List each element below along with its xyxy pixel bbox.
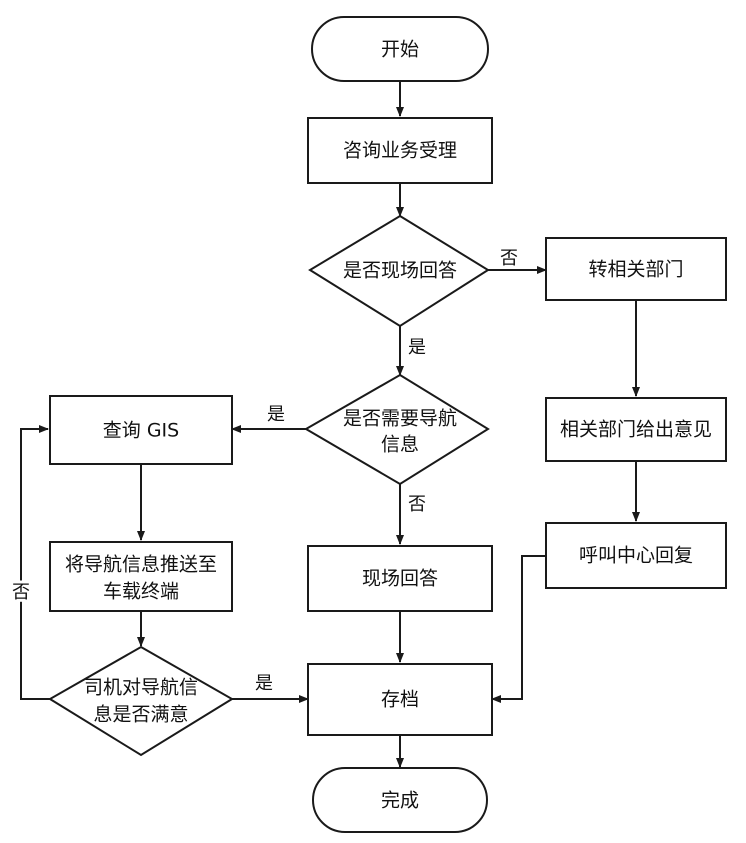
node-push-nav: 将导航信息推送至 车载终端 bbox=[49, 541, 233, 612]
node-on-site-answer-label: 现场回答 bbox=[362, 568, 438, 590]
node-finish-label: 完成 bbox=[381, 790, 419, 812]
node-dept-opinion: 相关部门给出意见 bbox=[545, 397, 727, 462]
edge-label-answer-no: 否 bbox=[500, 248, 518, 269]
node-finish: 完成 bbox=[312, 767, 488, 833]
node-transfer-label: 转相关部门 bbox=[588, 259, 683, 281]
node-accept-label: 咨询业务受理 bbox=[343, 140, 457, 162]
node-answer-on-site-decision: 是否现场回答 bbox=[308, 214, 490, 328]
node-call-center-reply-label: 呼叫中心回复 bbox=[579, 545, 693, 567]
node-need-nav-decision-label-2: 信息 bbox=[381, 434, 419, 456]
node-transfer: 转相关部门 bbox=[545, 237, 727, 301]
node-archive-label: 存档 bbox=[381, 689, 419, 711]
node-archive: 存档 bbox=[307, 663, 493, 736]
edge-label-satisfied-no: 否 bbox=[12, 582, 30, 603]
edge-label-nav-no: 否 bbox=[408, 494, 426, 515]
node-query-gis-label: 查询 GIS bbox=[103, 420, 179, 442]
node-query-gis: 查询 GIS bbox=[49, 395, 233, 465]
node-start: 开始 bbox=[311, 16, 489, 82]
node-driver-satisfied-decision-label-2: 息是否满意 bbox=[93, 704, 188, 726]
node-call-center-reply: 呼叫中心回复 bbox=[545, 522, 727, 589]
node-push-nav-label-2: 车载终端 bbox=[103, 581, 179, 603]
node-push-nav-label-1: 将导航信息推送至 bbox=[65, 554, 217, 576]
node-driver-satisfied-decision: 司机对导航信 息是否满意 bbox=[48, 645, 234, 757]
edge-label-nav-yes: 是 bbox=[267, 404, 285, 425]
node-need-nav-decision-label-1: 是否需要导航 bbox=[343, 408, 457, 430]
node-answer-on-site-decision-label: 是否现场回答 bbox=[343, 260, 457, 282]
node-need-nav-decision: 是否需要导航 信息 bbox=[304, 373, 490, 486]
edge-satisfied-no-to-query-gis bbox=[20, 425, 50, 700]
node-dept-opinion-label: 相关部门给出意见 bbox=[560, 419, 712, 441]
edge-reply-to-archive bbox=[491, 555, 546, 703]
edge-label-answer-yes: 是 bbox=[408, 337, 426, 358]
node-driver-satisfied-decision-label-1: 司机对导航信 bbox=[84, 677, 198, 699]
node-accept: 咨询业务受理 bbox=[307, 117, 493, 184]
edge-label-satisfied-yes: 是 bbox=[255, 673, 273, 694]
node-on-site-answer: 现场回答 bbox=[307, 545, 493, 612]
node-start-label: 开始 bbox=[381, 39, 419, 61]
